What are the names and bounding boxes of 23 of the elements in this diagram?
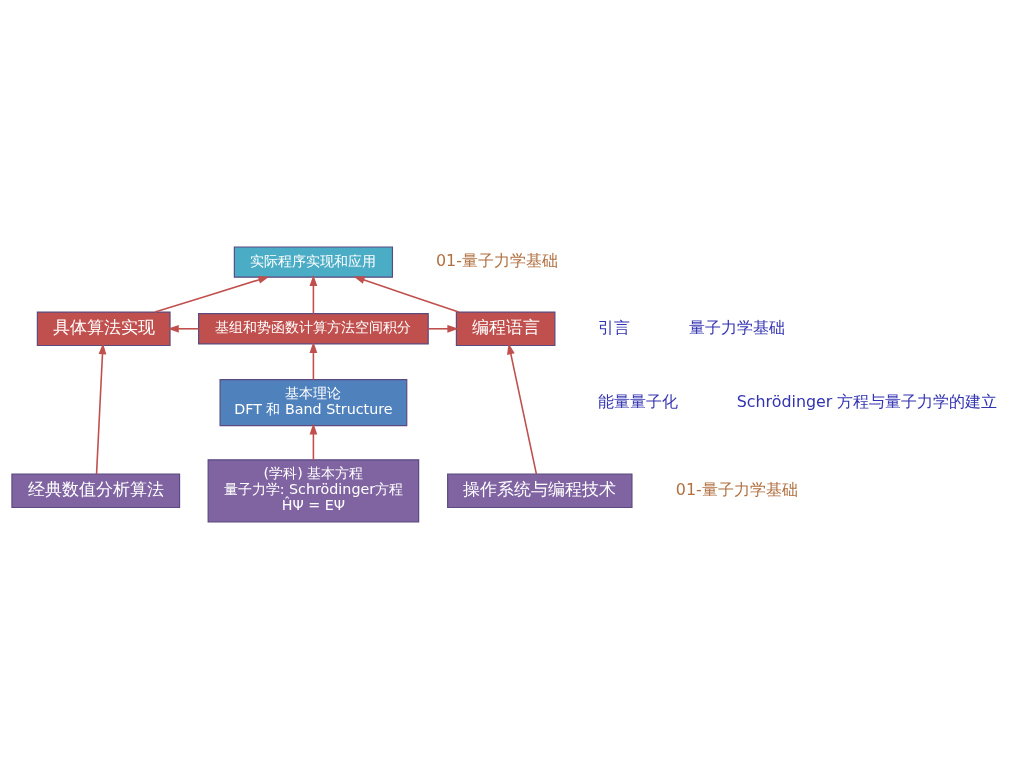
label: Schrödinger 方程与量子力学的建立: [736, 391, 998, 411]
arrow: [309, 341, 318, 381]
node-box: 实际程序实现和应用: [233, 246, 394, 278]
node-box: 编程语言: [455, 311, 556, 347]
node-box: 操作系统与编程技术: [447, 473, 633, 509]
arrow: [95, 343, 107, 475]
arrow: [154, 276, 270, 313]
label: 量子力学基础: [688, 317, 785, 337]
node-box: 基组和势函数计算方法空间积分: [198, 313, 429, 345]
arrow: [353, 276, 460, 313]
node-box: 经典数值分析算法: [11, 473, 181, 509]
arrow: [167, 324, 200, 333]
arrow: [427, 324, 459, 333]
label: 01-量子力学基础: [435, 251, 558, 271]
arrow: [309, 274, 318, 315]
label: 01-量子力学基础: [675, 479, 798, 499]
node-box: 具体算法实现: [36, 311, 171, 347]
label: 能量量子化: [598, 391, 679, 411]
node-box: 基本理论 DFT 和 Band Structure: [219, 379, 408, 427]
arrow: [507, 343, 538, 475]
label: 引言: [598, 317, 631, 337]
arrow: [309, 423, 318, 461]
node-box: (学科) 基本方程 量子力学: Schrödinger方程 ĤΨ = EΨ: [207, 459, 420, 523]
